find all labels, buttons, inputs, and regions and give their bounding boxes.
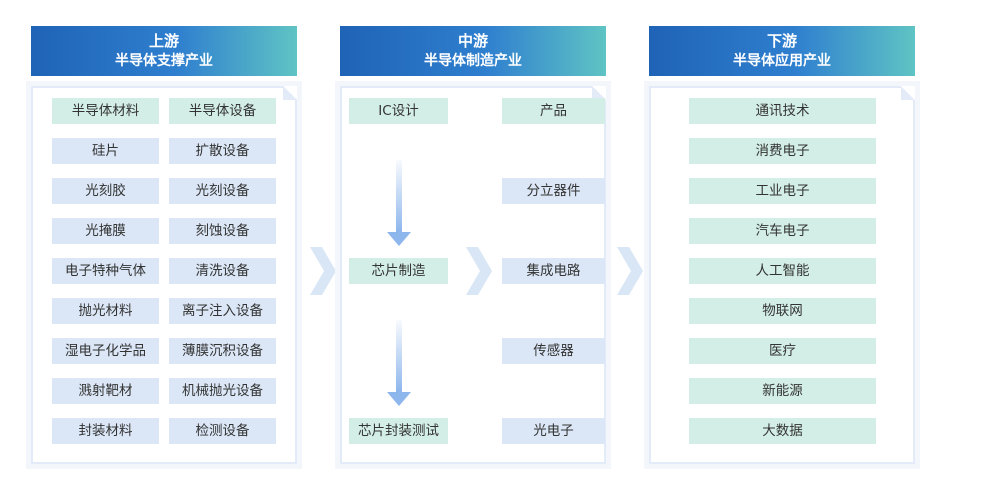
downstream-application-item: 消费电子 <box>689 138 876 164</box>
upstream-material-item: 抛光材料 <box>52 298 159 324</box>
upstream-header: 上游 半导体支撑产业 <box>31 26 297 76</box>
midstream-products-header: 产品 <box>502 98 605 124</box>
upstream-material-item: 光掩膜 <box>52 218 159 244</box>
upstream-equipment-item: 清洗设备 <box>169 258 276 284</box>
midstream-process-step: 芯片制造 <box>349 258 448 284</box>
flow-chevron-icon <box>466 247 492 295</box>
downstream-title: 下游 <box>766 32 797 50</box>
midstream-process-step: 芯片封装测试 <box>349 418 448 444</box>
upstream-material-item: 硅片 <box>52 138 159 164</box>
upstream-material-header: 半导体材料 <box>52 98 159 124</box>
midstream-process-step: IC设计 <box>349 98 448 124</box>
upstream-equipment-header: 半导体设备 <box>169 98 276 124</box>
process-down-arrow-icon <box>387 160 411 246</box>
midstream-product-item: 光电子 <box>502 418 605 444</box>
midstream-product-item: 分立器件 <box>502 178 605 204</box>
upstream-material-item: 湿电子化学品 <box>52 338 159 364</box>
upstream-equipment-item: 检测设备 <box>169 418 276 444</box>
upstream-material-item: 电子特种气体 <box>52 258 159 284</box>
upstream-subtitle: 半导体支撑产业 <box>115 53 213 69</box>
flow-chevron-icon <box>617 247 643 295</box>
upstream-material-item: 溅射靶材 <box>52 378 159 404</box>
midstream-header: 中游 半导体制造产业 <box>340 26 606 76</box>
upstream-equipment-item: 光刻设备 <box>169 178 276 204</box>
upstream-material-item: 光刻胶 <box>52 178 159 204</box>
midstream-product-item: 传感器 <box>502 338 605 364</box>
downstream-application-item: 汽车电子 <box>689 218 876 244</box>
downstream-application-item: 医疗 <box>689 338 876 364</box>
upstream-title: 上游 <box>148 32 179 50</box>
upstream-equipment-item: 机械抛光设备 <box>169 378 276 404</box>
midstream-subtitle: 半导体制造产业 <box>424 53 522 69</box>
upstream-equipment-item: 扩散设备 <box>169 138 276 164</box>
process-down-arrow-icon <box>387 320 411 406</box>
upstream-equipment-item: 离子注入设备 <box>169 298 276 324</box>
midstream-title: 中游 <box>457 32 488 50</box>
downstream-application-item: 物联网 <box>689 298 876 324</box>
downstream-application-item: 人工智能 <box>689 258 876 284</box>
downstream-header: 下游 半导体应用产业 <box>649 26 915 76</box>
downstream-application-item: 工业电子 <box>689 178 876 204</box>
upstream-equipment-item: 薄膜沉积设备 <box>169 338 276 364</box>
downstream-application-item: 新能源 <box>689 378 876 404</box>
upstream-material-item: 封装材料 <box>52 418 159 444</box>
upstream-equipment-item: 刻蚀设备 <box>169 218 276 244</box>
downstream-subtitle: 半导体应用产业 <box>733 53 831 69</box>
midstream-product-item: 集成电路 <box>502 258 605 284</box>
downstream-application-item: 大数据 <box>689 418 876 444</box>
downstream-application-item: 通讯技术 <box>689 98 876 124</box>
flow-chevron-icon <box>310 247 336 295</box>
